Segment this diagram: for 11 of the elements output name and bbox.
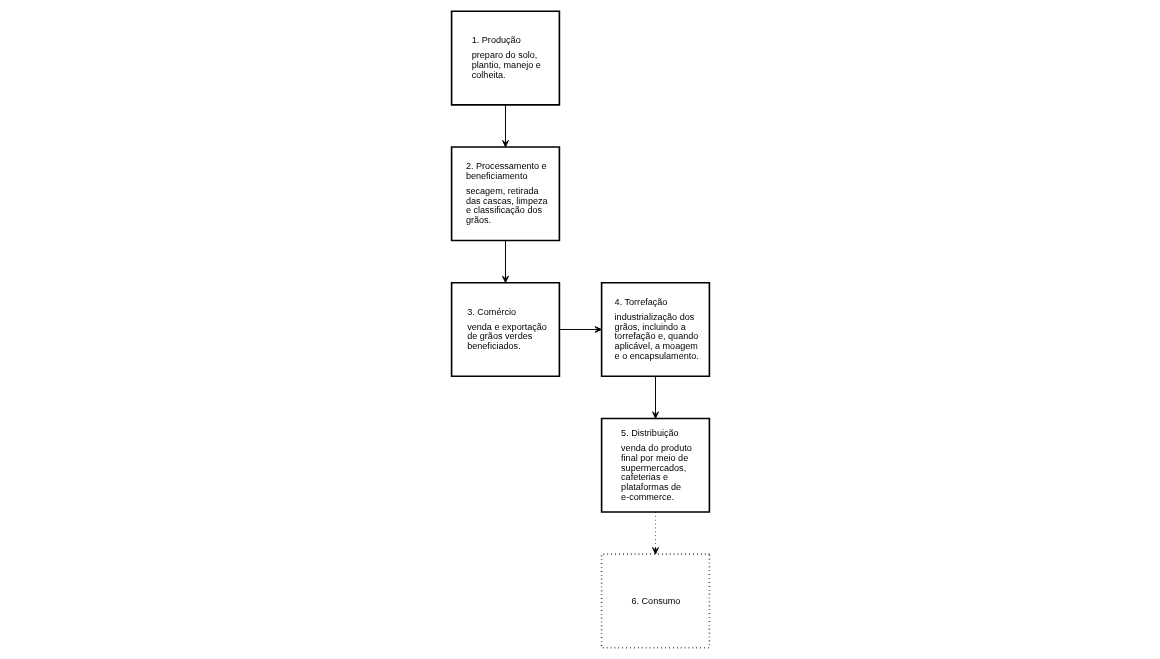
arrow: [651, 511, 659, 555]
node-box: 1. Produção preparo do solo, plantio, manejo e colheita.: [450, 10, 560, 106]
arrow: [501, 240, 509, 284]
node-box: 6. Consumo: [600, 553, 710, 649]
node-box: 3. Comércio venda e exportação de grãos verdes beneficiados.: [450, 281, 560, 378]
arrow: [558, 326, 602, 333]
node-box: 2. Processamento e beneficiamento secagem, retirada das cascas, limpeza e classificação dos grãos.: [450, 146, 560, 242]
node-box: 4. Torrefação industrialização dos grãos, incluindo a torrefação e, quando aplicável, a moagem e o encapsulamento.: [600, 281, 710, 378]
arrow: [651, 375, 659, 419]
arrow: [501, 104, 509, 148]
node-box: 5. Distribuição venda do produto final por meio de supermercados, cafeterias e plataformas de e-commerce.: [600, 417, 710, 513]
